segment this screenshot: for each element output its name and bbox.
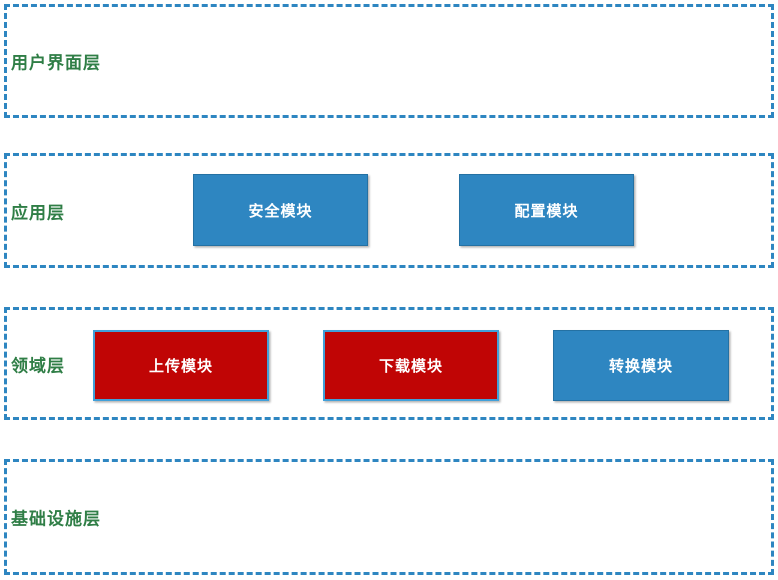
module-config: 配置模块 [459, 174, 634, 246]
layer-box-user-interface: 用户界面层 [4, 4, 774, 118]
module-security: 安全模块 [193, 174, 368, 246]
layer-label-application: 应用层 [11, 203, 65, 222]
module-config-label: 配置模块 [514, 202, 579, 220]
layer-label-domain: 领域层 [11, 356, 65, 375]
module-security-label: 安全模块 [248, 202, 313, 220]
module-upload: 上传模块 [93, 330, 269, 401]
layer-box-infrastructure: 基础设施层 [4, 459, 774, 575]
module-download-label: 下载模块 [378, 358, 443, 375]
module-upload-label: 上传模块 [148, 358, 213, 375]
layer-box-application: 应用层 [4, 153, 774, 268]
layer-box-domain: 领域层 [4, 307, 774, 420]
module-convert-label: 转换模块 [608, 358, 673, 375]
layer-label-user-interface: 用户界面层 [11, 53, 101, 73]
module-convert: 转换模块 [553, 330, 729, 401]
layer-label-infrastructure: 基础设施层 [11, 509, 101, 529]
module-download: 下载模块 [323, 330, 499, 401]
